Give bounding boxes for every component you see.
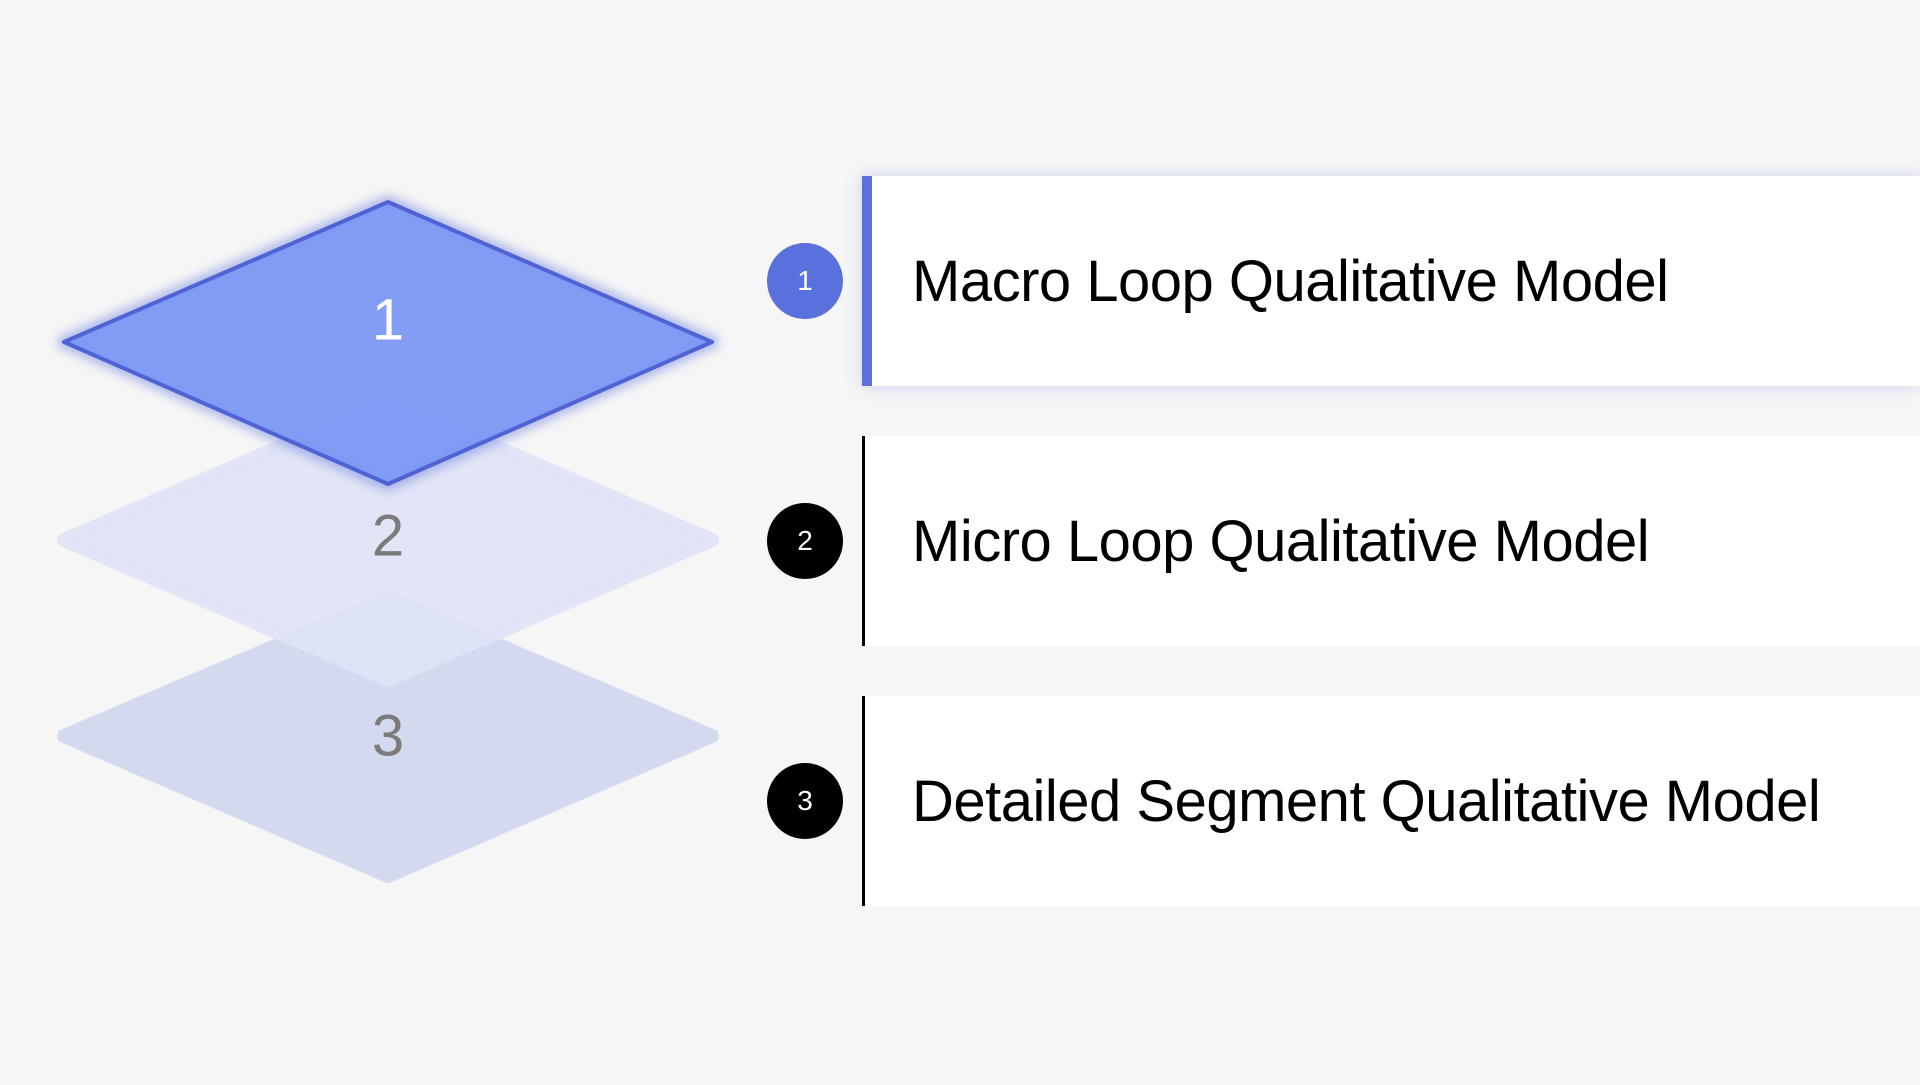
layer-row-1[interactable]: 1 Macro Loop Qualitative Model bbox=[758, 176, 1920, 386]
layer-row-2[interactable]: 2 Micro Loop Qualitative Model bbox=[758, 436, 1920, 646]
layer-2-badge-icon: 2 bbox=[767, 503, 843, 579]
layer-1: 1 bbox=[57, 195, 719, 491]
layer-stack-diagram: 3 2 1 bbox=[0, 0, 760, 1080]
layer-1-number: 1 bbox=[372, 287, 404, 352]
layer-3: 3 bbox=[57, 591, 719, 883]
layer-row-3[interactable]: 3 Detailed Segment Qualitative Model bbox=[758, 696, 1920, 906]
layer-2: 2 bbox=[57, 393, 719, 687]
layer-1-rhombus-icon bbox=[62, 200, 714, 486]
layer-3-number: 3 bbox=[372, 703, 404, 768]
layer-1-card-label: Macro Loop Qualitative Model bbox=[912, 248, 1669, 314]
layer-3-card[interactable]: Detailed Segment Qualitative Model bbox=[862, 696, 1920, 906]
layer-2-rhombus-icon bbox=[57, 393, 719, 687]
layer-3-rhombus-icon bbox=[57, 591, 719, 883]
layer-2-card-label: Micro Loop Qualitative Model bbox=[912, 508, 1650, 574]
layer-3-card-label: Detailed Segment Qualitative Model bbox=[912, 768, 1821, 834]
layer-1-badge-icon: 1 bbox=[767, 243, 843, 319]
layer-3-badge-icon: 3 bbox=[767, 763, 843, 839]
layer-2-number: 2 bbox=[372, 503, 404, 568]
layer-1-card[interactable]: Macro Loop Qualitative Model bbox=[862, 176, 1920, 386]
layer-stack-svg: 3 2 1 bbox=[57, 195, 719, 883]
layer-2-card[interactable]: Micro Loop Qualitative Model bbox=[862, 436, 1920, 646]
